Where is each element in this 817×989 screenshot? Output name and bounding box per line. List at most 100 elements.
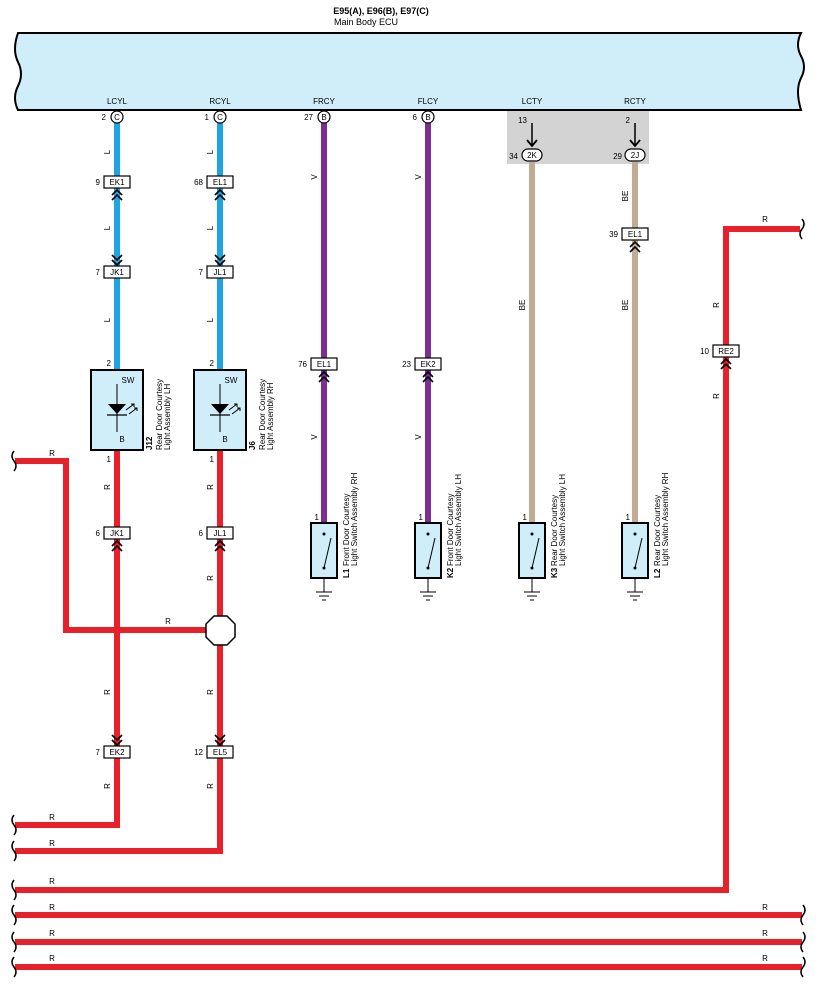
svg-text:R: R — [762, 929, 768, 938]
svg-text:R: R — [762, 215, 768, 224]
svg-text:7: 7 — [96, 748, 101, 757]
svg-text:76: 76 — [298, 360, 307, 369]
svg-text:R: R — [49, 877, 55, 886]
lamp-j6: 2 SW B 1 J6 Rear Door Courtesy Light Ass… — [193, 359, 275, 464]
svg-text:EK1: EK1 — [109, 178, 125, 187]
svg-text:10: 10 — [700, 347, 709, 356]
svg-text:9: 9 — [96, 178, 101, 187]
svg-text:7: 7 — [96, 268, 101, 277]
svg-text:B: B — [321, 113, 326, 122]
wire-j12-red — [15, 450, 120, 828]
switch-l2-label: L2 Rear Door Courtesy Light Switch Assem… — [653, 472, 670, 578]
svg-text:R: R — [103, 484, 112, 490]
svg-text:C: C — [114, 113, 120, 122]
ecu-name: Main Body ECU — [334, 17, 398, 27]
svg-text:2: 2 — [626, 116, 631, 125]
svg-text:R: R — [165, 617, 171, 626]
svg-text:R: R — [49, 903, 55, 912]
conn-jk1-bottom: 6 JK1 — [96, 526, 131, 540]
ecu-title: E95(A), E96(B), E97(C) — [333, 6, 429, 16]
ecu-terminal-flcy: FLCY — [418, 97, 439, 106]
ecu-terminal-lcty: LCTY — [522, 97, 543, 106]
svg-text:EL1: EL1 — [213, 178, 228, 187]
svg-text:R: R — [762, 903, 768, 912]
svg-text:2K: 2K — [527, 151, 537, 160]
svg-text:L: L — [103, 317, 112, 322]
conn-el1-top: 68 EL1 — [194, 175, 234, 189]
conn-jk1-top: 7 JK1 — [96, 265, 131, 279]
svg-text:39: 39 — [609, 230, 618, 239]
red-wires — [15, 226, 802, 970]
shade-chevrons — [526, 139, 641, 148]
svg-text:JK1: JK1 — [110, 529, 124, 538]
svg-text:2: 2 — [107, 359, 112, 368]
svg-text:R: R — [206, 783, 215, 789]
svg-text:29: 29 — [613, 152, 622, 161]
svg-text:R: R — [206, 689, 215, 695]
svg-text:1: 1 — [205, 113, 210, 122]
wire-j6-red — [15, 450, 223, 854]
svg-text:EL5: EL5 — [213, 748, 228, 757]
svg-text:1: 1 — [419, 513, 424, 522]
svg-text:L: L — [206, 225, 215, 230]
ecu-terminal-rcty: RCTY — [624, 97, 646, 106]
svg-text:L: L — [206, 149, 215, 154]
switch-k2-label: K2 Front Door Courtesy Light Switch Asse… — [446, 474, 463, 578]
svg-text:BE: BE — [621, 191, 630, 202]
svg-text:EL1: EL1 — [628, 230, 643, 239]
conn-jl1-bottom: 6 JL1 — [199, 526, 234, 540]
svg-text:L: L — [103, 149, 112, 154]
conn-el1-frcy: 76 EL1 — [298, 357, 338, 371]
svg-text:R: R — [49, 954, 55, 963]
conn-jl1-top: 7 JL1 — [199, 265, 234, 279]
conn-ek2-bottom: 7 EK2 — [96, 745, 131, 759]
svg-text:JK1: JK1 — [110, 268, 124, 277]
svg-text:V: V — [310, 174, 319, 180]
svg-text:1: 1 — [315, 513, 320, 522]
svg-text:6: 6 — [199, 529, 204, 538]
svg-text:R: R — [49, 449, 55, 458]
svg-text:68: 68 — [194, 178, 203, 187]
switch-k2: 1 K2 Front Door Courtesy Light Switch As… — [414, 474, 463, 601]
svg-text:L: L — [103, 225, 112, 230]
svg-text:1: 1 — [523, 513, 528, 522]
conn-el5-bottom: 12 EL5 — [194, 745, 234, 759]
svg-text:BE: BE — [621, 300, 630, 311]
switch-k3: 1 K3 Rear Door Courtesy Light Switch Ass… — [518, 474, 567, 601]
svg-text:R: R — [49, 813, 55, 822]
conn-2k: 34 2K — [509, 148, 543, 162]
svg-text:1: 1 — [626, 513, 631, 522]
wire-re2-red — [15, 226, 800, 893]
lamp-j6-label: J6 Rear Door Courtesy Light Assembly RH — [248, 377, 275, 450]
svg-text:7: 7 — [199, 268, 204, 277]
svg-text:RE2: RE2 — [718, 347, 734, 356]
svg-text:R: R — [712, 393, 721, 399]
wire-left-entry-red — [15, 458, 207, 633]
svg-text:L: L — [206, 317, 215, 322]
switch-l1-label: L1 Front Door Courtesy Light Switch Asse… — [342, 472, 359, 578]
svg-text:1: 1 — [210, 455, 215, 464]
svg-text:23: 23 — [402, 360, 411, 369]
svg-text:R: R — [103, 783, 112, 789]
svg-text:B: B — [222, 435, 227, 444]
svg-text:R: R — [206, 575, 215, 581]
conn-ek2-flcy: 23 EK2 — [402, 357, 442, 371]
svg-text:B: B — [119, 435, 124, 444]
wire-labels-vertical: L L L L L L V V V V BE BE BE R R R R R R… — [103, 149, 721, 789]
svg-text:V: V — [414, 434, 423, 440]
svg-text:34: 34 — [509, 152, 518, 161]
svg-text:BE: BE — [518, 300, 527, 311]
svg-text:1: 1 — [107, 455, 112, 464]
svg-text:R: R — [49, 929, 55, 938]
svg-text:EK2: EK2 — [109, 748, 125, 757]
svg-text:R: R — [712, 302, 721, 308]
svg-text:EK2: EK2 — [420, 360, 436, 369]
svg-text:R: R — [103, 689, 112, 695]
ecu-terminal-lcyl: LCYL — [107, 97, 128, 106]
svg-text:C: C — [217, 113, 223, 122]
connector-chevrons — [111, 188, 732, 747]
lamp-j12: 2 SW B 1 J12 Rear Door Courtesy Light As… — [90, 359, 172, 464]
ecu-terminal-rcyl: RCYL — [209, 97, 231, 106]
svg-text:R: R — [762, 954, 768, 963]
